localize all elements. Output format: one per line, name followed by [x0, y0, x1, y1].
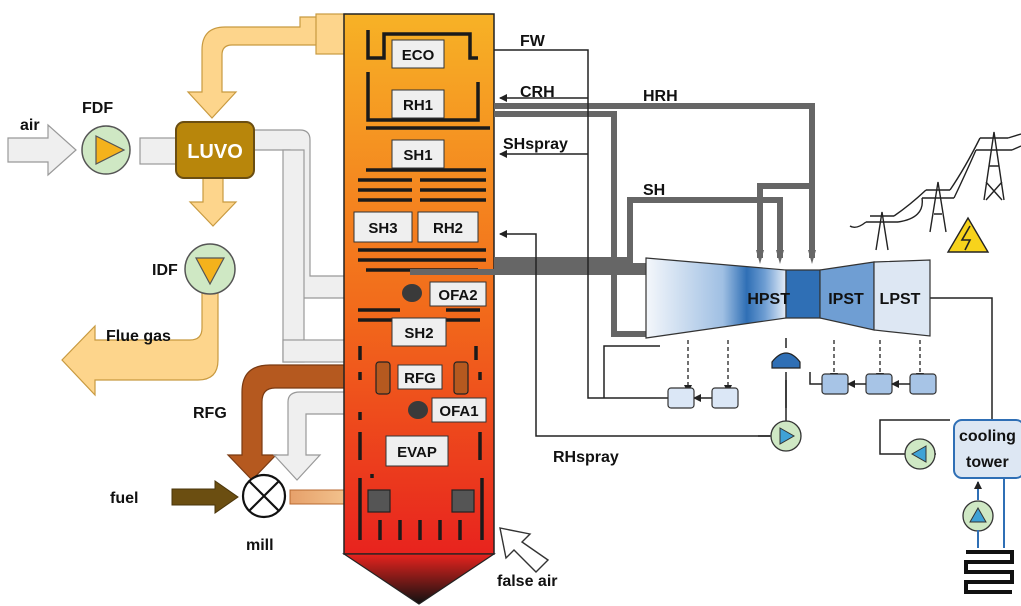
- rfg-nozzle-left: [375, 361, 391, 395]
- control-valve: [771, 338, 801, 369]
- cooling-water-lines: [974, 478, 1005, 548]
- flue-gas-label: Flue gas: [106, 328, 171, 345]
- rhspray-label: RHspray: [553, 449, 619, 466]
- burner-left: [367, 489, 391, 513]
- fdf-label: FDF: [82, 100, 113, 117]
- heater-links: [809, 372, 910, 388]
- sh2-arrowhead: [756, 250, 764, 264]
- rh2-label: RH2: [433, 220, 463, 237]
- sh2-box: [391, 317, 447, 347]
- air-duct-fdf-luvo: [139, 137, 179, 165]
- rfg-left-label: RFG: [193, 405, 227, 422]
- rh2-box: [417, 211, 479, 243]
- ofa2-port: [402, 284, 422, 302]
- high-voltage-icon: [946, 216, 990, 253]
- evap-label: EVAP: [397, 444, 437, 461]
- cooling-label-2: tower: [966, 454, 1009, 471]
- rfg-box-label: RFG: [404, 370, 436, 387]
- ofa2-label: OFA2: [438, 287, 477, 304]
- rh1-box: [391, 89, 445, 119]
- air-label: air: [20, 117, 40, 134]
- eco-box: [391, 39, 445, 69]
- flue-gas-duct: [61, 13, 347, 397]
- rfg-nozzle-right: [453, 361, 469, 395]
- sh-label: SH: [643, 182, 665, 199]
- hrh-arrowhead: [808, 250, 816, 264]
- luvo-label: LUVO: [187, 141, 243, 163]
- fdf-fan: [81, 125, 131, 175]
- rfg-box: [397, 364, 443, 390]
- idf-fan: [184, 243, 236, 295]
- sh1-label: SH1: [403, 147, 432, 164]
- feed-pump: [770, 420, 802, 452]
- cooling-label-1: cooling: [959, 428, 1016, 445]
- burner-right: [451, 489, 475, 513]
- mill: [241, 473, 287, 519]
- shspray-label: SHspray: [503, 136, 568, 153]
- ofa2-box: [429, 281, 487, 307]
- mill-label: mill: [246, 537, 274, 554]
- turbine: [645, 257, 931, 339]
- steam-lines: [410, 103, 815, 337]
- luvo-preheater: [175, 121, 255, 179]
- rh1-label: RH1: [403, 97, 433, 114]
- hrh-label: HRH: [643, 88, 678, 105]
- sh-arrowhead: [776, 250, 784, 264]
- power-pylons: [849, 131, 1021, 251]
- sh2-label: SH2: [404, 325, 433, 342]
- extraction-lines: [684, 340, 924, 393]
- condensate-pump: [904, 438, 936, 470]
- sh3-label: SH3: [368, 220, 397, 237]
- hpst-label: HPST: [747, 291, 790, 308]
- ofa1-label: OFA1: [439, 403, 478, 420]
- fw-label: FW: [520, 33, 546, 50]
- false-air-arrow: [499, 527, 550, 573]
- eco-label: ECO: [402, 47, 435, 64]
- fuel-label: fuel: [110, 490, 138, 507]
- ofa1-port: [408, 401, 428, 419]
- ofa1-box: [431, 397, 487, 423]
- false-air-label: false air: [497, 573, 557, 590]
- evap-box: [385, 435, 449, 467]
- sh3-box: [353, 211, 413, 243]
- feedwater-heaters: [667, 373, 937, 409]
- air-inlet-arrow: [7, 123, 77, 177]
- sh1-box: [391, 139, 445, 169]
- fuel-arrow: [171, 480, 239, 514]
- ipst-label: IPST: [828, 291, 864, 308]
- lpst-label: LPST: [880, 291, 921, 308]
- cooling-coil: [964, 550, 1014, 594]
- cooling-pump: [962, 500, 994, 532]
- crh-label: CRH: [520, 84, 555, 101]
- cooling-tower: [953, 419, 1021, 479]
- rfg-duct: [226, 364, 371, 481]
- idf-label: IDF: [152, 262, 178, 279]
